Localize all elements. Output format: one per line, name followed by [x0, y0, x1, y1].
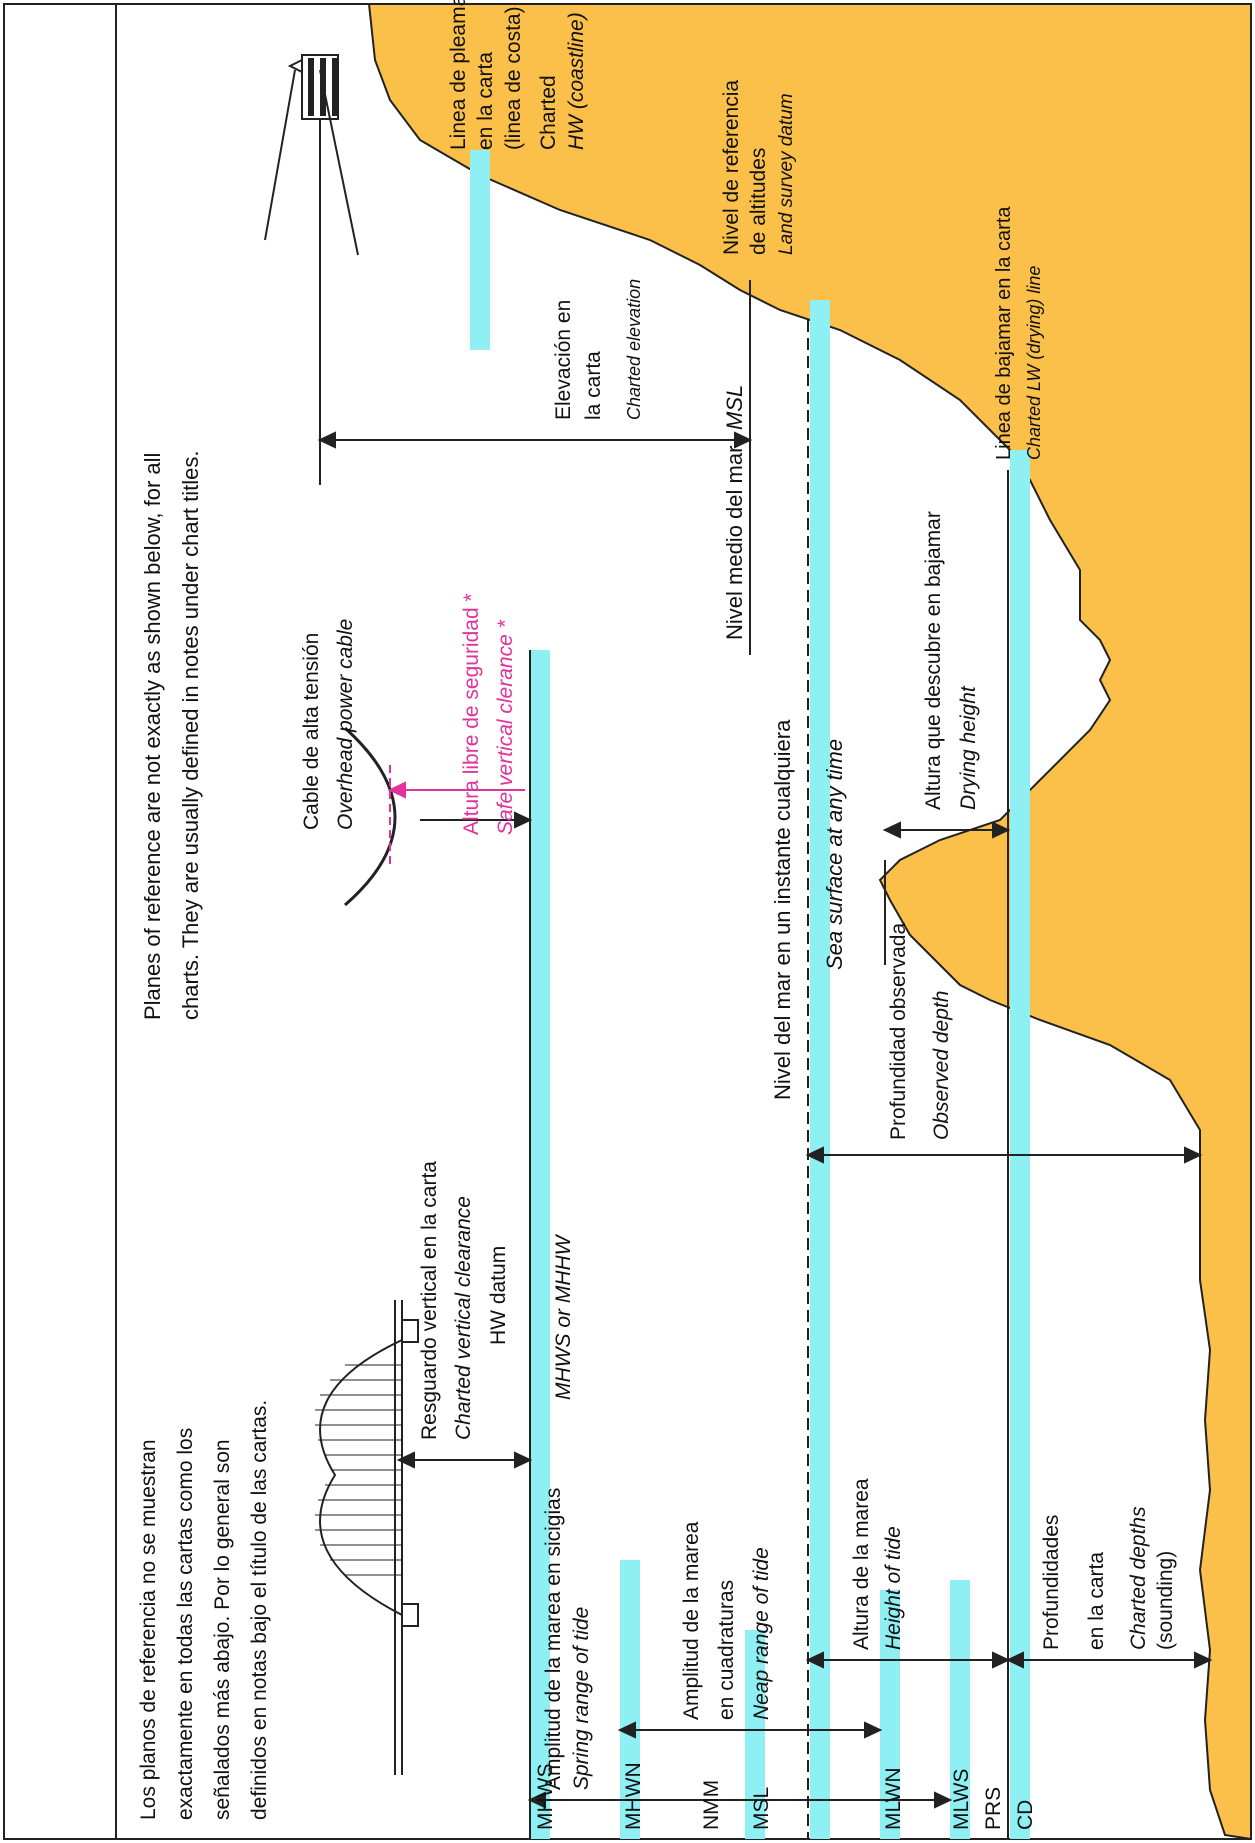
safe-en: Safe vertical clerance *: [494, 619, 517, 835]
datum-prs: PRS: [982, 1787, 1005, 1830]
charted-depth-en1: Charted depths: [1127, 1506, 1150, 1650]
mhws-mhhw: MHWS or MHHW: [552, 1233, 575, 1400]
hw-datum: HW datum: [487, 1246, 510, 1345]
elev-en: Charted elevation: [624, 279, 644, 420]
safe-es: Altura libre de seguridad *: [460, 593, 483, 835]
datum-mhwn: MHWN: [622, 1762, 645, 1830]
lw-en: Charted LW (drying) line: [1024, 266, 1044, 460]
note-es-line3: señalados más abajo. Por lo general son: [211, 1439, 234, 1820]
band-coast: [470, 150, 490, 350]
charted-depth-es2: en la carta: [1085, 1552, 1108, 1650]
note-es-line1: Los planos de referencia no se muestran: [137, 1439, 160, 1820]
band-cd: [1010, 450, 1030, 1839]
note-es-line2: exactamente en todas las cartas como los: [174, 1428, 197, 1820]
bridge-icon: [315, 1300, 419, 1775]
sea-surface-es: Nivel del mar en un instante cualquiera: [770, 719, 795, 1100]
note-es-line4: definidos en notas bajo el título de las…: [248, 1400, 271, 1820]
datum-nmm: NMM: [700, 1780, 723, 1830]
charted-depth-en2: (sounding): [1154, 1551, 1177, 1650]
band-mhwn: [620, 1560, 640, 1839]
land-es1: Nivel de referencia: [720, 80, 743, 255]
datum-cd: CD: [1014, 1800, 1037, 1830]
elev-es1: Elevación en: [552, 300, 575, 420]
coast-en1: Charted: [537, 75, 560, 150]
cable-en: Overhead power cable: [334, 619, 357, 830]
height-es: Altura de la marea: [850, 1478, 873, 1650]
charted-depth-es1: Profundidades: [1040, 1515, 1063, 1650]
coast-es3: (linea de costa): [502, 6, 525, 150]
power-cable-icon: [343, 726, 397, 907]
drying-en: Drying height: [957, 685, 980, 810]
land-en: Land survey datum: [776, 93, 797, 255]
datum-mhws: MHWS: [534, 1764, 557, 1831]
msl-en: MSL: [722, 385, 747, 430]
neap-es2: en cuadraturas: [715, 1580, 738, 1720]
height-en: Height of tide: [882, 1526, 905, 1650]
datum-msl: MSL: [750, 1787, 773, 1830]
elev-es2: la carta: [582, 351, 605, 420]
cable-es: Cable de alta tensión: [300, 633, 323, 830]
spring-es: Amplitud de la marea en sicigias: [542, 1488, 565, 1790]
band-sea: [810, 300, 830, 1839]
land-es2: de altitudes: [747, 148, 770, 255]
band-mhws: [530, 650, 550, 1839]
datum-mlws: MLWS: [950, 1769, 973, 1830]
datum-mlwn: MLWN: [882, 1767, 905, 1830]
note-en-line1: Planes of reference are not exactly as s…: [140, 453, 165, 1020]
lighthouse-icon: [264, 54, 359, 256]
coast-es1: Linea de pleamar: [447, 0, 470, 150]
neap-en: Neap range of tide: [750, 1547, 773, 1720]
spring-en: Spring range of tide: [570, 1607, 593, 1790]
coast-es2: en la carta: [474, 52, 497, 150]
drying-es: Altura que descubre en bajamar: [922, 511, 945, 810]
sea-surface-en: Sea surface at any time: [822, 739, 847, 970]
coast-en2: HW (coastline): [565, 12, 588, 150]
lw-es: Linea de bajamar en la carta: [993, 206, 1015, 460]
observed-en: Observed depth: [930, 991, 953, 1140]
neap-es1: Amplitud de la marea: [680, 1521, 703, 1720]
clearance-es: Resguardo vertical en la carta: [418, 1161, 441, 1440]
band-mlws: [950, 1580, 970, 1839]
note-en-line2: charts. They are usually defined in note…: [178, 451, 203, 1020]
observed-es: Profundidad observada: [887, 923, 910, 1140]
band-msl: [745, 1630, 765, 1839]
band-mlwn: [880, 1590, 900, 1839]
msl-es: Nivel medio del mar: [722, 446, 747, 640]
clearance-en: Charted vertical clearance: [452, 1196, 475, 1440]
